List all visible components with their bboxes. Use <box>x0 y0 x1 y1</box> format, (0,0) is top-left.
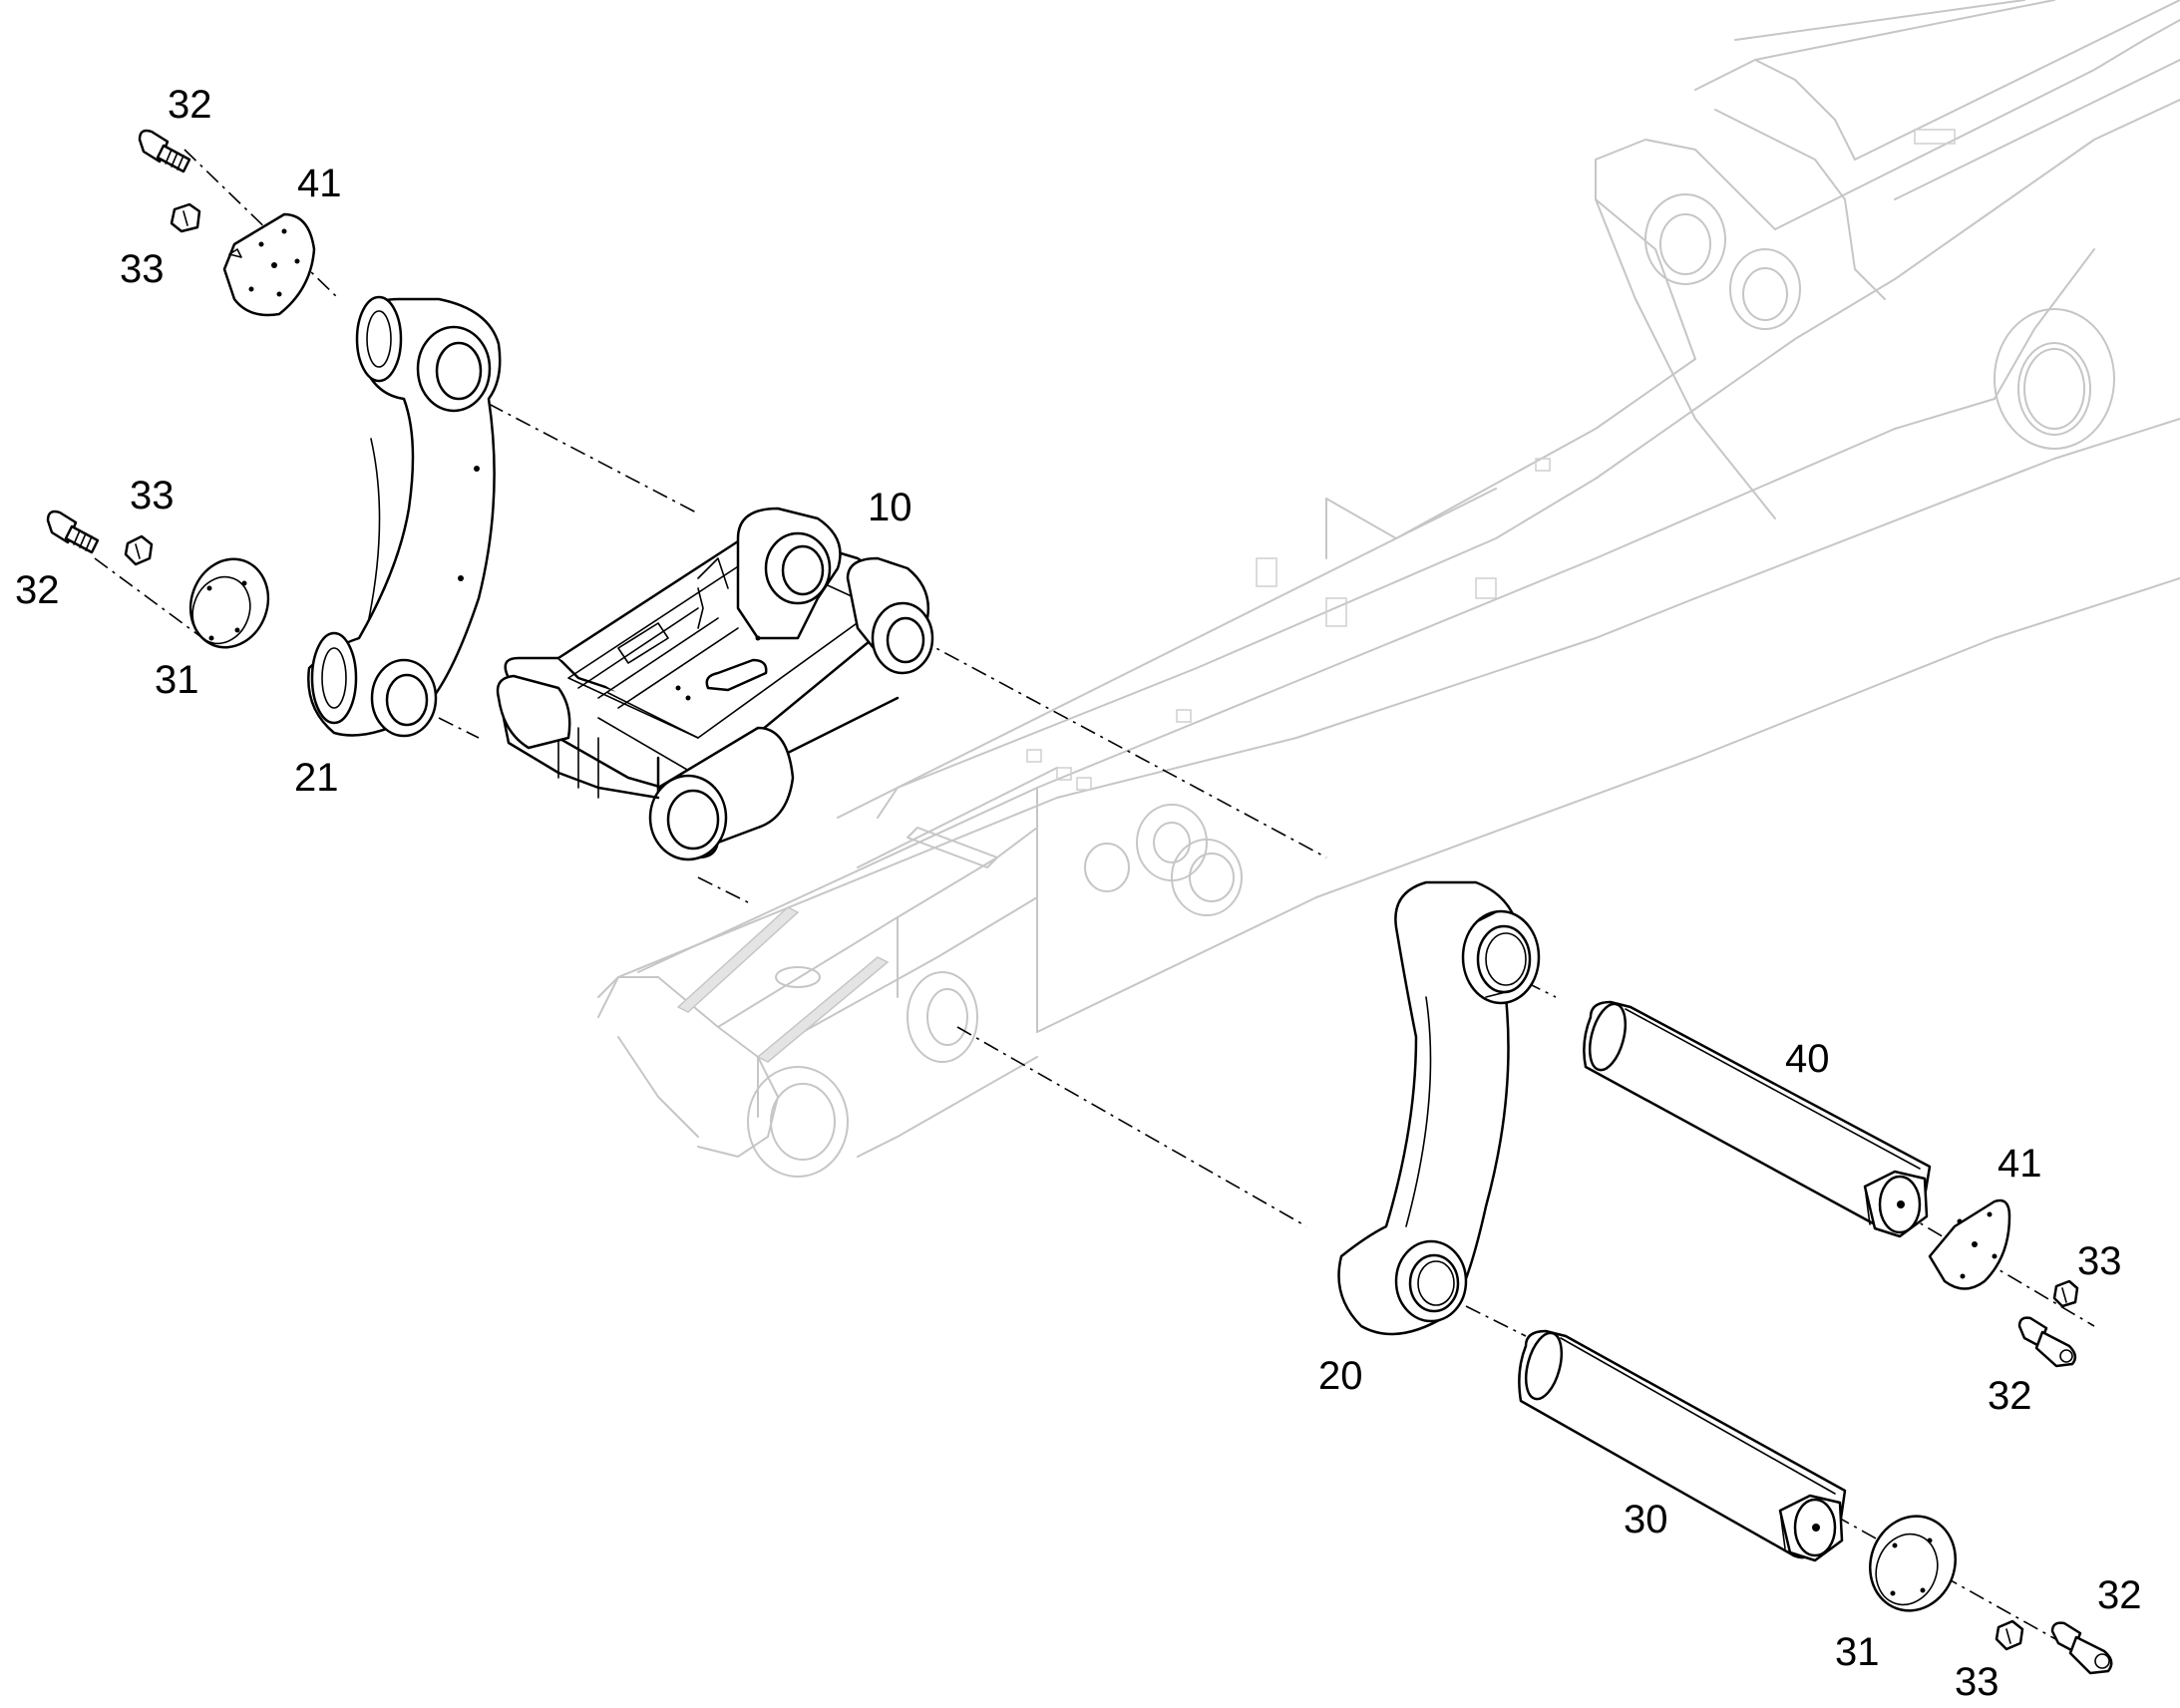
washer-33-left <box>124 534 154 566</box>
link-20 <box>1337 880 1541 1336</box>
cover-plate-41-upper <box>222 212 316 317</box>
cover-plate-31-left <box>188 557 270 649</box>
label-31-left: 31 <box>155 658 199 702</box>
washer-33-lower-right-upper <box>2052 1279 2079 1308</box>
callout-labels: 32 41 33 10 33 32 31 21 40 41 33 20 32 3… <box>15 83 2142 1704</box>
ghost-arm-assembly <box>597 0 2180 1178</box>
label-30: 30 <box>1624 1498 1668 1541</box>
pin-30 <box>1518 1329 1847 1562</box>
label-32-left: 32 <box>15 568 60 612</box>
pin-40 <box>1583 1000 1932 1238</box>
coupler-10 <box>496 507 934 861</box>
label-33-lower-right: 33 <box>1955 1660 1999 1704</box>
label-40: 40 <box>1785 1037 1830 1081</box>
label-41-lower-right: 41 <box>1998 1142 2042 1186</box>
label-10: 10 <box>868 486 912 529</box>
bolt-32-upper-left <box>138 129 191 173</box>
label-32-lower-right-upper: 32 <box>1988 1374 2032 1418</box>
label-32-lower-right: 32 <box>2097 1573 2142 1617</box>
bolt-32-lower-right <box>2050 1621 2113 1675</box>
label-21: 21 <box>294 756 339 800</box>
label-33-upper-left: 33 <box>120 247 165 291</box>
washer-33-lower-right <box>1995 1619 2024 1651</box>
cover-plate-41-lower <box>1928 1198 2011 1290</box>
label-33-left: 33 <box>130 474 175 517</box>
bolt-32-left <box>46 510 100 554</box>
label-41-upper-left: 41 <box>297 162 342 205</box>
link-21 <box>307 295 502 738</box>
label-31-lower-right: 31 <box>1835 1630 1880 1674</box>
cover-plate-31-lower-right <box>1869 1515 1957 1612</box>
label-32-upper-left: 32 <box>168 83 212 127</box>
label-33-lower-right-upper: 33 <box>2077 1239 2122 1283</box>
washer-33-upper-left <box>170 202 201 233</box>
bolt-32-lower-right-upper <box>2017 1316 2077 1368</box>
label-20: 20 <box>1318 1354 1363 1398</box>
